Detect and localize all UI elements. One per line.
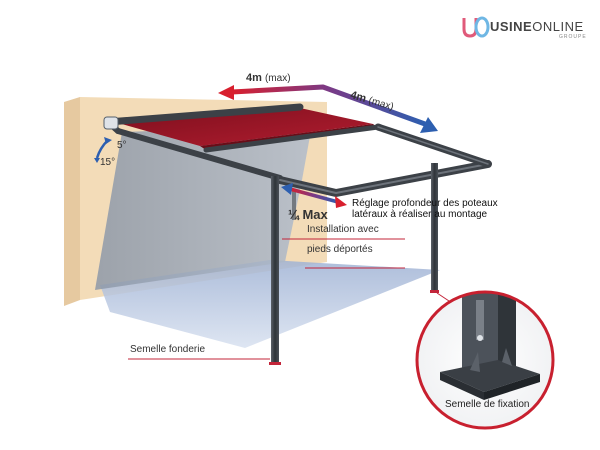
- brand-sub: GROUPE: [559, 34, 587, 40]
- install-note-line-2: pieds déportés: [307, 244, 373, 255]
- brand-logo: USINEONLINE GROUPE: [462, 16, 587, 40]
- foundry-base-label: Semelle fonderie: [130, 344, 206, 355]
- tilt-arrow: [94, 137, 112, 163]
- uo-logo-icon: [462, 16, 490, 38]
- install-note-line-1: Installation avec: [307, 224, 379, 235]
- quarter-max-arrow: [281, 183, 347, 208]
- tilt-max-label: 15°: [100, 157, 116, 168]
- foundry-base-marker: [269, 362, 281, 365]
- width-dimension-label: 4m (max): [246, 72, 291, 84]
- fixing-base-detail: [415, 290, 555, 430]
- cassette-cap: [103, 116, 119, 130]
- poles: [271, 163, 438, 364]
- quarter-max-label: ¼ Max: [288, 207, 328, 222]
- depth-adjust-line-2: latéraux à réaliser au montage: [352, 209, 488, 220]
- dimension-arrows: [218, 84, 438, 133]
- depth-adjust-note: Réglage profondeur des poteaux latéraux …: [352, 198, 498, 220]
- depth-adjust-line-1: Réglage profondeur des poteaux: [352, 198, 498, 209]
- fixing-base-marker: [430, 290, 439, 293]
- tilt-min-label: 5°: [117, 140, 127, 151]
- brand-name: USINEONLINE: [490, 19, 584, 34]
- ground-shadow: [100, 260, 440, 348]
- fixing-base-label: Semelle de fixation: [445, 399, 530, 410]
- leader-lines: [128, 238, 405, 360]
- wall-shadow: [95, 125, 312, 290]
